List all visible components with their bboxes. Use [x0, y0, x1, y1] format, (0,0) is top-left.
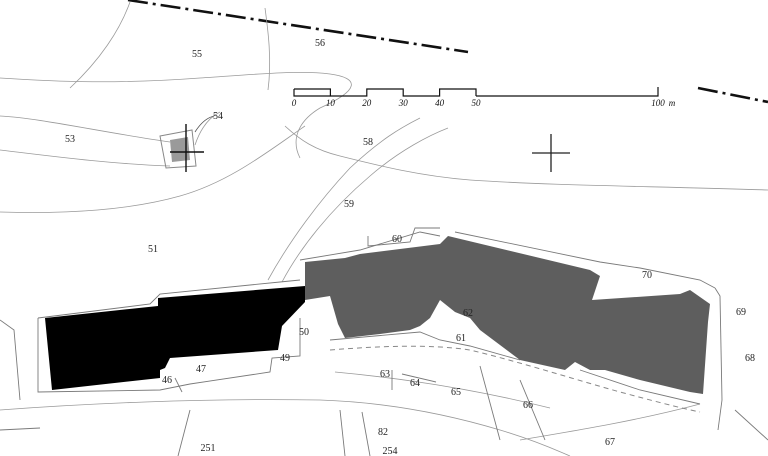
scale-tick-label-30: 30 [398, 98, 409, 108]
scale-bar-tail [476, 87, 659, 97]
parcel-labels: 56 55 54 53 58 59 51 60 70 69 68 62 61 50 49 47 46 63 64 65… [65, 38, 755, 456]
parcel-label-62: 62 [463, 308, 473, 319]
survey-cross-marker [532, 134, 570, 172]
scale-tick-label-0: 0 [292, 98, 297, 108]
scale-tick-label-50: 50 [472, 98, 482, 108]
scale-tick-label-20: 20 [362, 98, 372, 108]
parcel-label-69: 69 [736, 307, 746, 318]
road-edge-dashed [329, 345, 701, 413]
parcel-label-66: 66 [523, 400, 533, 411]
parcel-label-64: 64 [410, 378, 420, 389]
parcel-label-47: 47 [196, 364, 206, 375]
parcel-label-55: 55 [192, 49, 202, 60]
parcel-label-56: 56 [315, 38, 325, 49]
scale-bar-segments [294, 88, 477, 97]
parcel-label-67: 67 [605, 437, 615, 448]
parcel-label-61: 61 [456, 333, 466, 344]
parcel-label-54: 54 [213, 111, 223, 122]
scale-tick-label-10: 10 [326, 98, 336, 108]
parcel-label-251: 251 [201, 443, 216, 454]
parcel-label-68: 68 [745, 353, 755, 364]
scale-tick-label-100: 100 [651, 98, 665, 108]
black-building [45, 286, 305, 390]
parcel-label-60: 60 [392, 234, 402, 245]
parcel-label-50: 50 [299, 327, 309, 338]
administrative-boundary [127, 0, 768, 104]
parcel-label-49: 49 [280, 353, 290, 364]
parcel-label-65: 65 [451, 387, 461, 398]
small-building [159, 115, 215, 172]
parcel-label-53: 53 [65, 134, 75, 145]
parcel-label-59: 59 [344, 199, 354, 210]
parcel-label-63: 63 [380, 369, 390, 380]
parcel-label-58: 58 [363, 137, 373, 148]
parcel-label-46: 46 [162, 375, 172, 386]
scale-bar: 0 10 20 30 40 50 100 m [292, 87, 676, 108]
parcel-label-51: 51 [148, 244, 158, 255]
gray-building [305, 236, 710, 394]
scale-tick-label-40: 40 [435, 98, 445, 108]
parcel-label-254: 254 [383, 446, 398, 456]
scale-unit-label: m [669, 98, 676, 108]
scale-bar-start [293, 89, 331, 97]
lot-boundaries [0, 227, 768, 456]
parcel-label-82: 82 [378, 427, 388, 438]
parcel-label-70: 70 [642, 270, 652, 281]
